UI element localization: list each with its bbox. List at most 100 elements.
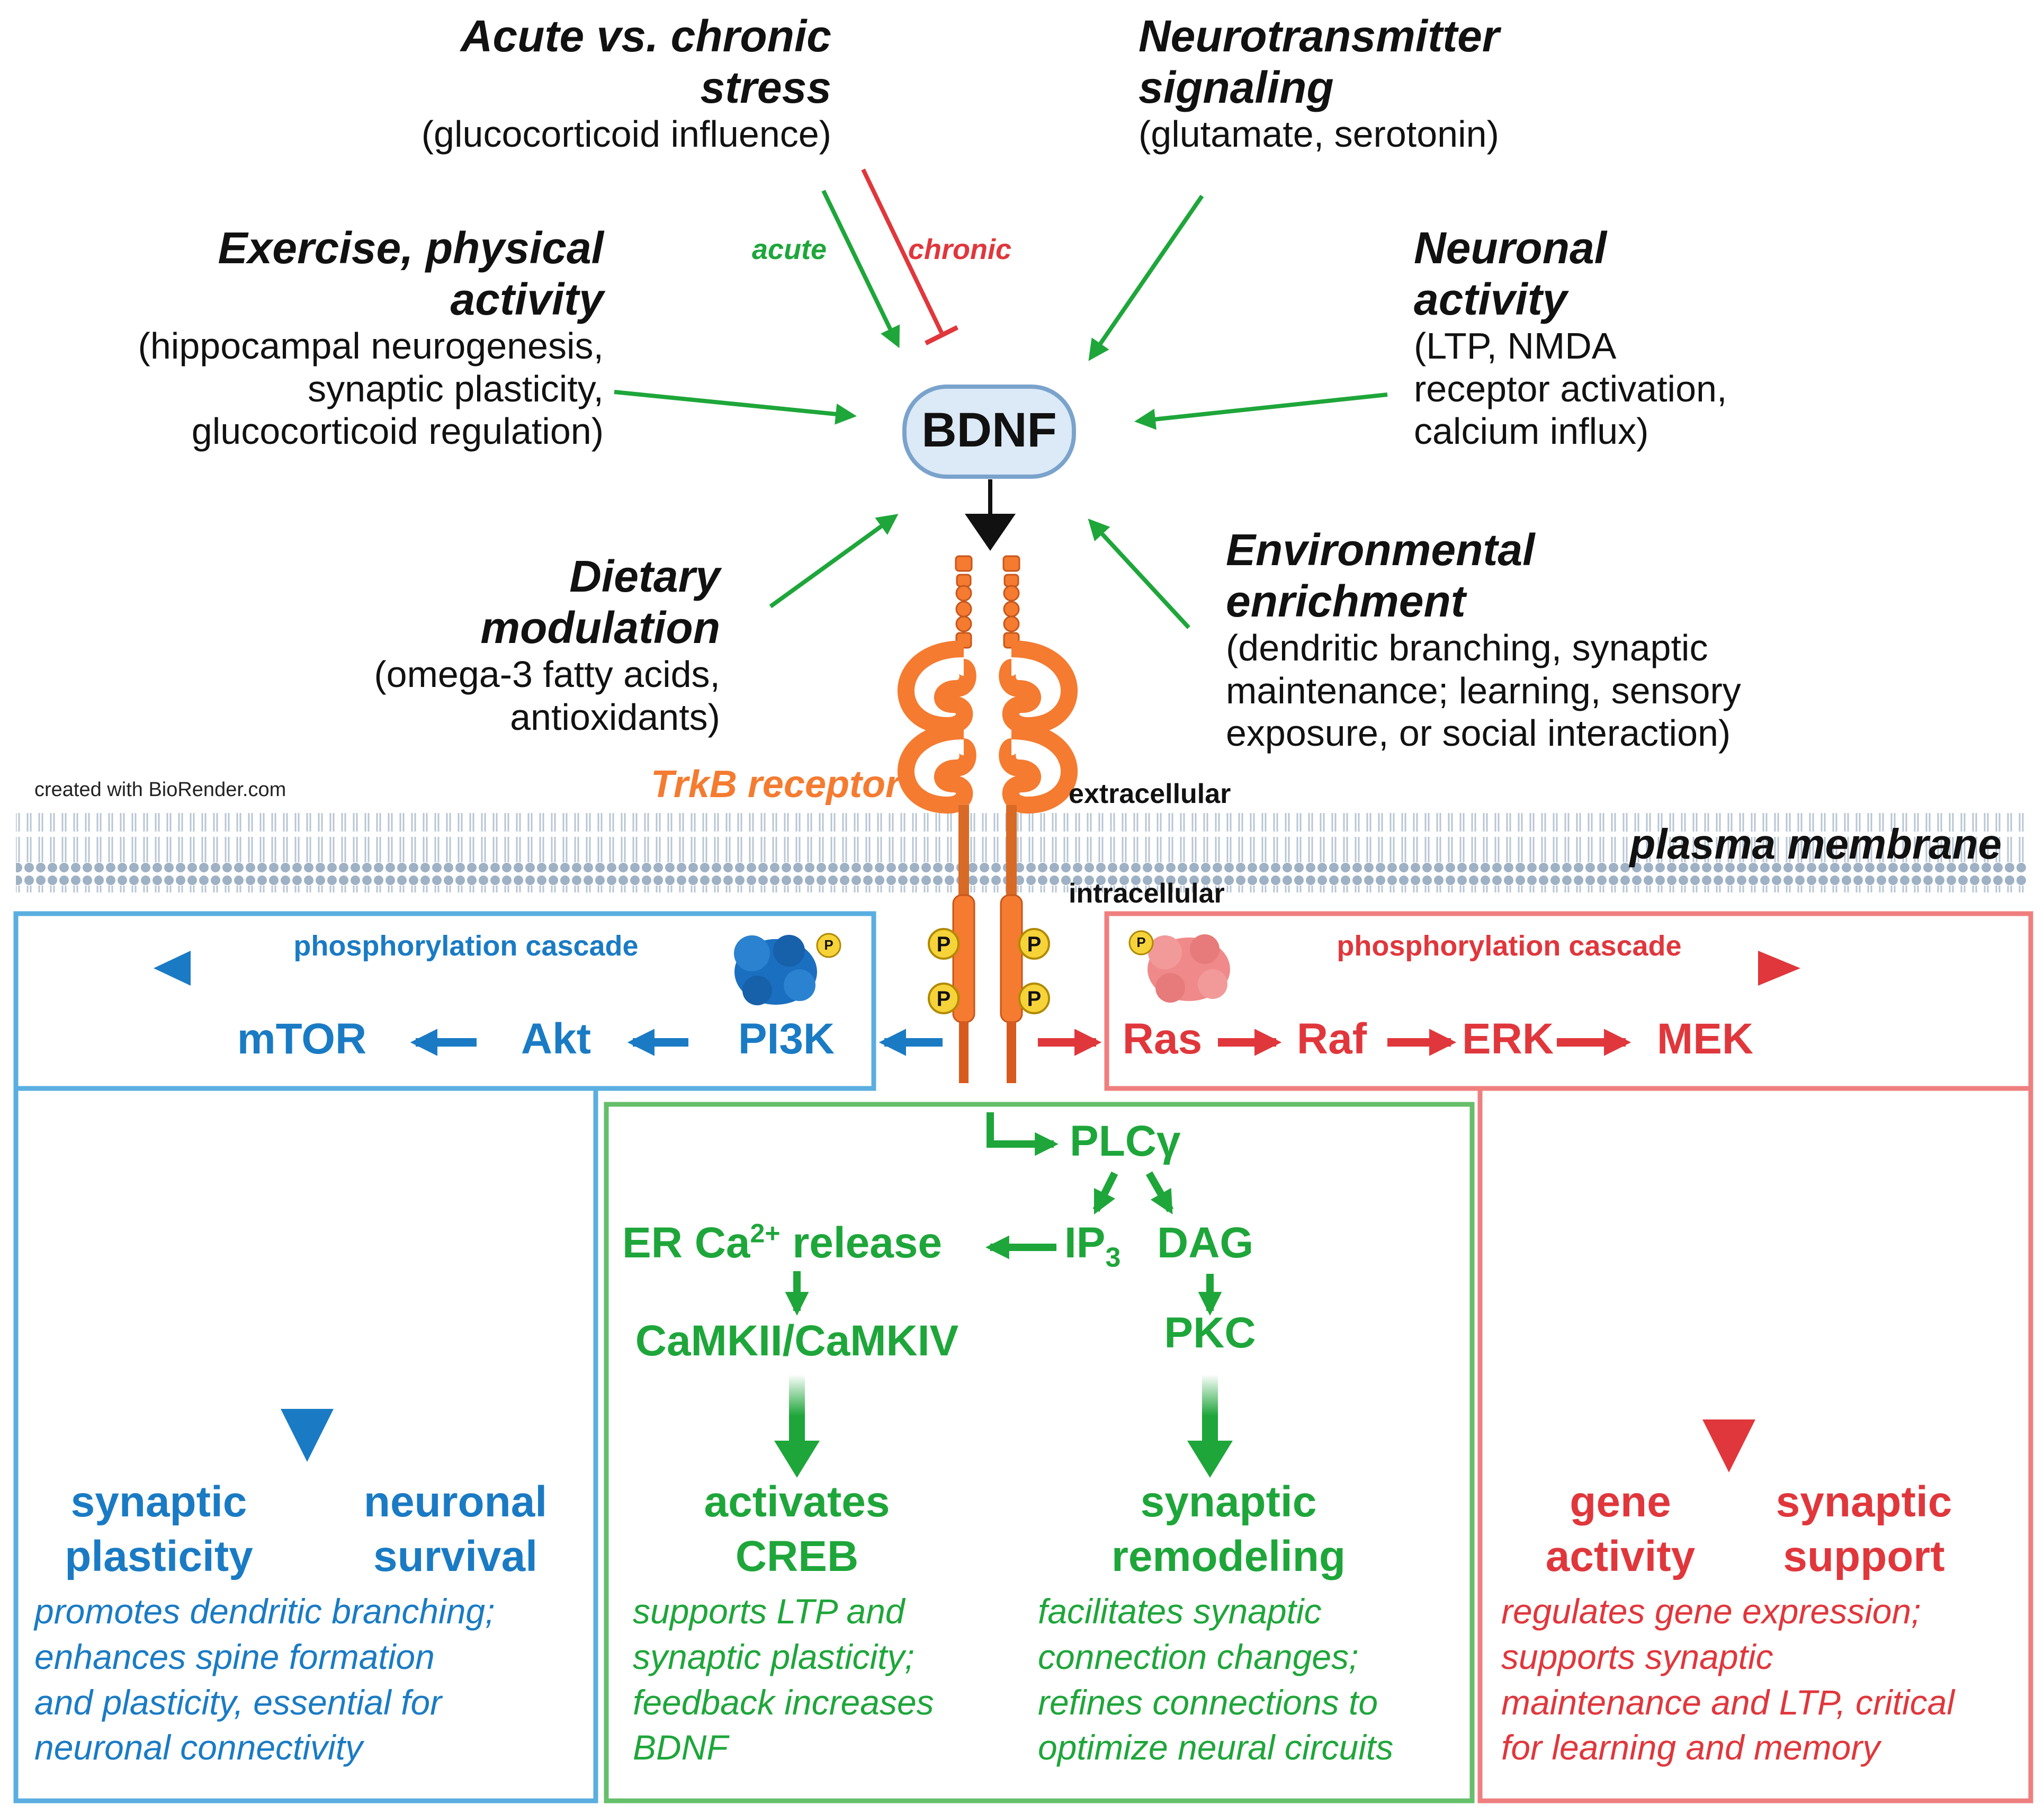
environmental-arrow	[1088, 519, 1190, 629]
environmental-heading: Environmental enrichment (dendritic bran…	[1226, 524, 1741, 755]
neuronal-heading: Neuronal activity (LTP, NMDA receptor ac…	[1414, 222, 1727, 453]
remodeling-line-1: synaptic	[1140, 1478, 1317, 1526]
gene-activity-line-2: activity	[1545, 1532, 1696, 1580]
neurotransmitter-arrow	[1088, 194, 1204, 361]
synaptic-remodeling-outcome: synaptic remodeling	[1064, 1475, 1393, 1584]
mapk-desc-line-4: for learning and memory	[1501, 1728, 1880, 1767]
environmental-title-1: Environmental	[1226, 525, 1535, 575]
gene-activity-line-1: gene	[1570, 1478, 1671, 1526]
neuronal-survival-outcome: neuronal survival	[339, 1475, 572, 1584]
phospho-label-4: P	[1027, 987, 1042, 1011]
pi3k-desc-line-3: and plasticity, essential for	[34, 1682, 442, 1722]
camk-to-creb-head	[774, 1441, 820, 1478]
ip3-text: IP	[1064, 1219, 1106, 1267]
dietary-detail-1: (omega-3 fatty acids,	[374, 654, 720, 695]
gene-activity-outcome: gene activity	[1530, 1475, 1710, 1584]
pi3k-node: PI3K	[738, 1015, 835, 1063]
chronic-label: chronic	[908, 234, 1012, 265]
ras-node: Ras	[1122, 1015, 1203, 1063]
trkb-receptor-label: TrkB receptor	[651, 763, 900, 806]
plc-to-dag-arrow	[1145, 1171, 1174, 1214]
mek-downstream-head	[1702, 1419, 1755, 1472]
synaptic-support-line-2: support	[1783, 1532, 1945, 1580]
calcium-superscript: 2+	[750, 1218, 781, 1248]
pi3k-desc-line-1: promotes dendritic branching;	[34, 1592, 495, 1631]
neuronal-detail-2: receptor activation,	[1414, 368, 1727, 409]
dietary-arrow	[769, 514, 899, 609]
environmental-detail-3: exposure, or social interaction)	[1226, 712, 1731, 754]
pi3k-desc-line-4: neuronal connectivity	[34, 1728, 363, 1767]
environmental-detail-1: (dendritic branching, synaptic	[1226, 627, 1708, 669]
mapk-desc-line-1: regulates gene expression;	[1501, 1592, 1921, 1631]
mtor-node: mTOR	[237, 1015, 367, 1063]
chronic-bar	[924, 325, 959, 346]
exercise-title-1: Exercise, physical	[218, 223, 604, 273]
pkc-to-remodeling-head	[1187, 1441, 1233, 1478]
remodeling-desc-line-4: optimize neural circuits	[1038, 1728, 1394, 1767]
exercise-detail-2: synaptic plasticity,	[308, 368, 604, 409]
mek-node: MEK	[1656, 1015, 1754, 1063]
neuronal-title-2: activity	[1414, 274, 1567, 324]
pi3k-outcome-description: promotes dendritic branching; enhances s…	[34, 1589, 495, 1771]
exercise-arrow	[614, 390, 857, 425]
neurotransmitter-title-1: Neurotransmitter	[1138, 11, 1500, 61]
ip3-subscript: 3	[1105, 1242, 1121, 1273]
creb-line-2: CREB	[735, 1532, 859, 1580]
synaptic-plasticity-outcome: synaptic plasticity	[42, 1475, 275, 1584]
creb-desc-line-4: BDNF	[633, 1728, 728, 1767]
phospho-label-2: P	[936, 987, 951, 1011]
environmental-title-2: enrichment	[1226, 576, 1466, 626]
neuronal-detail-1: (LTP, NMDA	[1414, 325, 1617, 367]
pi3k-kinase-icon	[734, 933, 841, 1005]
mapk-cascade-head	[1758, 951, 1800, 986]
mapk-desc-line-3: maintenance and LTP, critical	[1501, 1682, 1955, 1722]
er-calcium-release-node: ER Ca2+ release	[622, 1218, 942, 1268]
dietary-title-2: modulation	[480, 602, 720, 653]
creb-description: supports LTP and synaptic plasticity; fe…	[633, 1589, 934, 1771]
acute-arrow	[821, 190, 900, 349]
er-text: ER Ca	[622, 1219, 750, 1267]
mapk-box	[1104, 911, 2033, 1091]
mtor-downstream-head	[281, 1409, 334, 1462]
creb-line-1: activates	[704, 1478, 890, 1526]
ras-kinase-icon	[1128, 930, 1230, 1003]
extracellular-label: extracellular	[1069, 779, 1231, 809]
neurotransmitter-title-2: signaling	[1138, 62, 1334, 112]
stress-detail: (glucocorticoid influence)	[421, 113, 831, 155]
remodeling-desc-line-2: connection changes;	[1038, 1637, 1359, 1676]
ip3-node: IP3	[1064, 1218, 1120, 1274]
erk-node: ERK	[1462, 1015, 1554, 1063]
pi3k-box	[13, 911, 876, 1091]
mapk-outcome-description: regulates gene expression; supports syna…	[1501, 1589, 1955, 1771]
remodeling-desc-line-3: refines connections to	[1038, 1682, 1378, 1722]
pkc-node: PKC	[1164, 1309, 1256, 1357]
dag-node: DAG	[1157, 1219, 1254, 1267]
remodeling-description: facilitates synaptic connection changes;…	[1038, 1589, 1393, 1771]
receptor-to-plc-arrow	[987, 1112, 1059, 1156]
dietary-heading: Dietary modulation (omega-3 fatty acids,…	[374, 551, 720, 738]
stress-title-1: Acute vs. chronic	[460, 11, 831, 61]
neurotransmitter-heading: Neurotransmitter signaling (glutamate, s…	[1138, 11, 1499, 156]
plasma-membrane-label: plasma membrane	[1629, 820, 2002, 868]
bdnf-to-receptor-head	[965, 514, 1016, 551]
intracellular-label: intracellular	[1069, 878, 1225, 909]
neuronal-detail-3: calcium influx)	[1414, 410, 1649, 452]
exercise-detail-1: (hippocampal neurogenesis,	[138, 325, 604, 367]
mapk-cascade-label: phosphorylation cascade	[1337, 930, 1682, 962]
synaptic-plasticity-line-1: synaptic	[70, 1478, 247, 1526]
synaptic-plasticity-line-2: plasticity	[65, 1532, 253, 1580]
ras-phospho-label: P	[1136, 934, 1146, 950]
synaptic-support-line-1: synaptic	[1776, 1478, 1952, 1526]
acute-label: acute	[752, 234, 827, 265]
credit-text: created with BioRender.com	[34, 779, 286, 801]
phospho-sites	[928, 928, 1050, 1014]
pi3k-cascade-label: phosphorylation cascade	[293, 930, 639, 962]
mapk-outcome-box	[1477, 1088, 2033, 1803]
neuronal-arrow	[1134, 392, 1388, 430]
activates-creb-outcome: activates CREB	[667, 1475, 927, 1584]
remodeling-desc-line-1: facilitates synaptic	[1038, 1592, 1322, 1631]
neuronal-survival-line-1: neuronal	[363, 1478, 548, 1526]
dietary-title-1: Dietary	[569, 551, 720, 601]
exercise-heading: Exercise, physical activity (hippocampal…	[138, 222, 604, 453]
creb-desc-line-1: supports LTP and	[633, 1592, 905, 1631]
